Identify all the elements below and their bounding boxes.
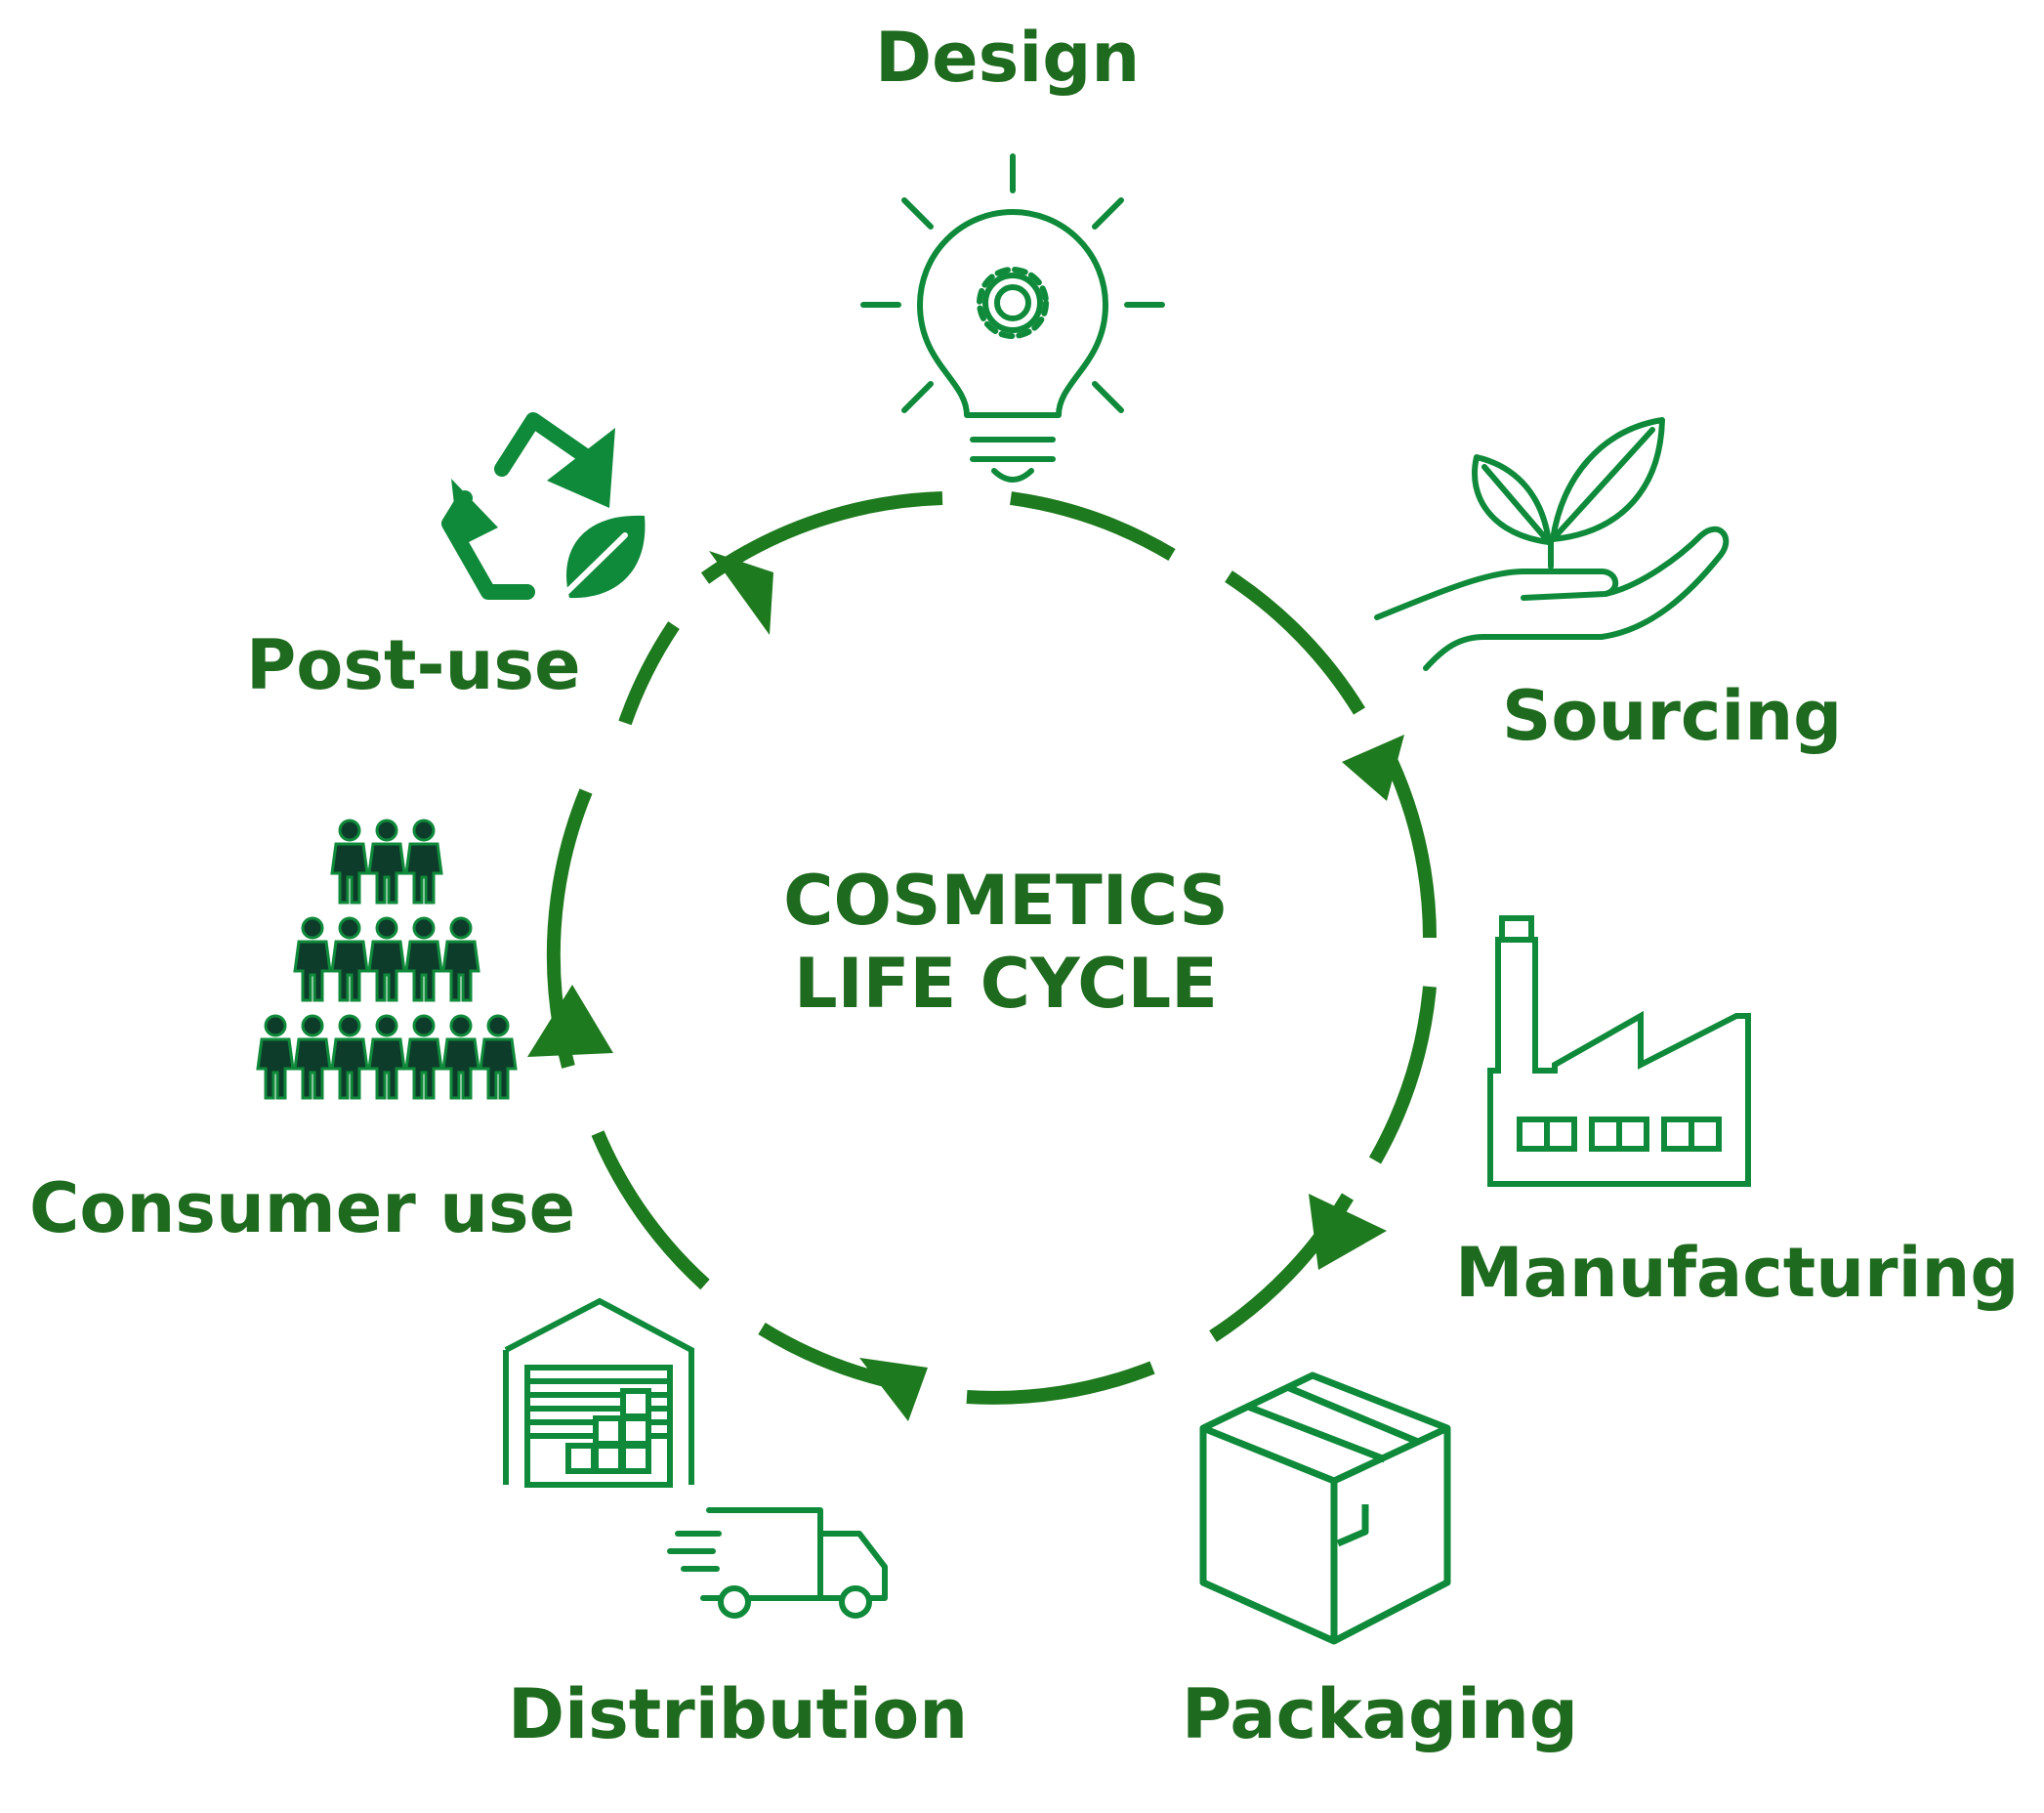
delivery-truck-icon (667, 1507, 888, 1619)
person-figure (479, 1014, 518, 1100)
person-figure (330, 1014, 369, 1100)
cycle-segment (618, 621, 680, 726)
cycle-segment (1010, 491, 1176, 562)
arrowhead (859, 1358, 928, 1421)
cycle-segment (591, 1130, 710, 1290)
stage-label-consumer-use: Consumer use (29, 1168, 576, 1248)
person-figure (330, 916, 369, 1002)
person-figure (367, 916, 406, 1002)
person-figure (367, 1014, 406, 1100)
person-figure (293, 1014, 332, 1100)
lightbulb-gear-icon (860, 153, 1165, 483)
cardboard-box-icon (1199, 1371, 1451, 1645)
arrowhead (1309, 1194, 1387, 1270)
cycle-segment (966, 1361, 1155, 1405)
stage-label-design: Design (875, 18, 1141, 98)
cycle-segment (1385, 759, 1437, 939)
cycle-segment (1225, 570, 1365, 715)
person-figure (256, 1014, 295, 1100)
arrowhead (1342, 735, 1404, 801)
recycle-leaf-icon (441, 412, 646, 614)
cycle-arrows (527, 551, 1404, 1421)
person-figure (441, 1014, 480, 1100)
people-crowd-icon (256, 819, 518, 1100)
center-title-line-2: LIFE CYCLE (793, 944, 1218, 1025)
person-figure (404, 819, 443, 905)
center-title-line-1: COSMETICS (783, 861, 1229, 941)
stage-label-post-use: Post-use (246, 625, 581, 705)
person-figure (404, 916, 443, 1002)
cycle-segment (1368, 986, 1437, 1164)
stage-label-sourcing: Sourcing (1502, 676, 1843, 756)
arrowhead (709, 551, 773, 635)
warehouse-icon (503, 1297, 694, 1488)
stage-label-distribution: Distribution (508, 1674, 969, 1754)
person-figure (330, 819, 369, 905)
person-figure (293, 916, 332, 1002)
arrowhead (527, 985, 613, 1057)
stage-label-packaging: Packaging (1182, 1674, 1578, 1754)
person-figure (441, 916, 480, 1002)
stage-label-manufacturing: Manufacturing (1455, 1233, 2020, 1313)
factory-icon (1487, 915, 1751, 1187)
person-figure (367, 819, 406, 905)
center-title: COSMETICS LIFE CYCLE (713, 860, 1299, 1027)
hand-with-sprout-icon (1374, 417, 1730, 671)
person-figure (404, 1014, 443, 1100)
